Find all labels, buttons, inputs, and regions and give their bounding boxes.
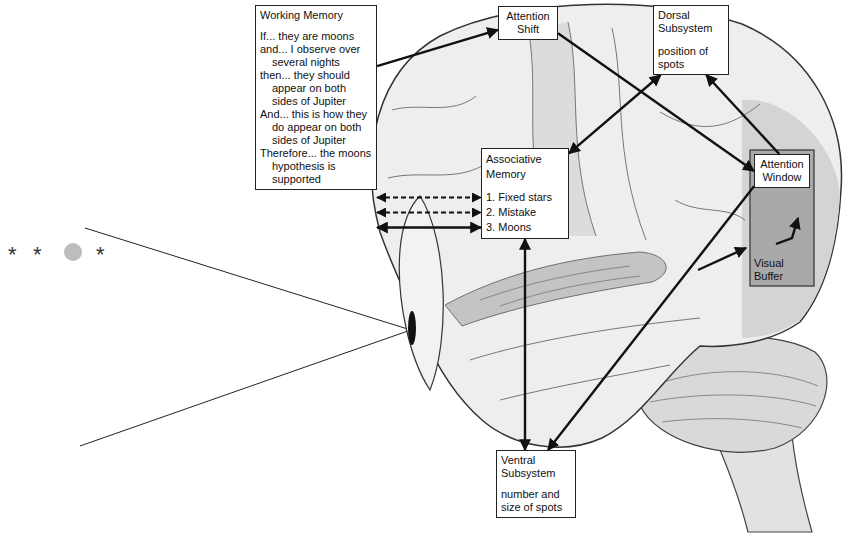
arrow-connector — [569, 75, 661, 153]
buffer-arrow — [776, 218, 798, 244]
body-text: Attention Window — [759, 158, 805, 184]
body-text: And... this is how they do appear on bot… — [260, 108, 372, 147]
eye — [399, 196, 443, 390]
body-text: If... they are moons — [260, 30, 372, 43]
sulcus-line — [500, 276, 640, 306]
star-mark: * — [8, 244, 17, 266]
cerebellum-folia — [662, 419, 802, 428]
body-text: position of spots — [658, 45, 724, 71]
memory-box: Working MemoryIf... they are moonsand...… — [255, 5, 377, 190]
sulcus-line — [388, 166, 482, 178]
body-text: Attention Shift — [503, 10, 553, 36]
jupiter-disc — [64, 243, 82, 261]
arrow-connector — [377, 226, 481, 228]
cerebellum-folia — [655, 372, 818, 386]
body-text: 2. Mistake — [486, 205, 564, 220]
sulcus-line — [612, 28, 646, 240]
sight-line — [85, 228, 430, 336]
process-box: Ventral Subsystem number and size of spot… — [496, 450, 576, 518]
heading-text: Associative Memory — [486, 152, 564, 182]
body-text: and... I observe over several nights — [260, 43, 372, 69]
memory-box: Associative Memory 1. Fixed stars2. Mista… — [481, 148, 569, 239]
pupil — [408, 311, 416, 345]
body-text: number and size of spots — [501, 488, 571, 514]
body-text: 1. Fixed stars — [486, 190, 564, 205]
occipital-lobe — [742, 100, 840, 338]
visual-buffer-region — [750, 150, 814, 286]
arrow-connector — [524, 239, 526, 450]
heading-text: Ventral Subsystem — [501, 454, 571, 480]
process-box: Attention Shift — [498, 6, 558, 40]
body-text: Visual Buffer — [754, 257, 810, 283]
sight-line — [80, 325, 425, 446]
process-box: Dorsal Subsystem position of spots — [653, 5, 729, 75]
cerebellum-folia — [650, 395, 816, 406]
body-text: then... they should appear on both sides… — [260, 69, 372, 108]
process-box: Attention Window — [754, 154, 810, 188]
body-text: Therefore... the moons hypothesis is sup… — [260, 147, 372, 186]
star-mark: * — [96, 244, 105, 266]
sulcus-line — [480, 266, 630, 300]
sulcus-line — [470, 318, 700, 360]
star-mark: * — [33, 244, 42, 266]
arrow-connector — [377, 30, 498, 66]
arrow-connector — [377, 212, 481, 214]
sulcus-line — [392, 96, 476, 110]
heading-text: Working Memory — [260, 9, 372, 22]
body-text: 3. Moons — [486, 220, 564, 235]
region-box: Visual Buffer Attention Window — [750, 150, 814, 286]
heading-text: Dorsal Subsystem — [658, 9, 724, 35]
cerebrum — [371, 4, 841, 447]
sylvian-fissure — [445, 252, 666, 326]
arrow-connector — [548, 186, 754, 450]
input-arrow — [698, 248, 746, 270]
arrow-connector — [706, 75, 779, 154]
arrow-connector — [377, 197, 481, 199]
sulcus-line — [568, 22, 596, 236]
